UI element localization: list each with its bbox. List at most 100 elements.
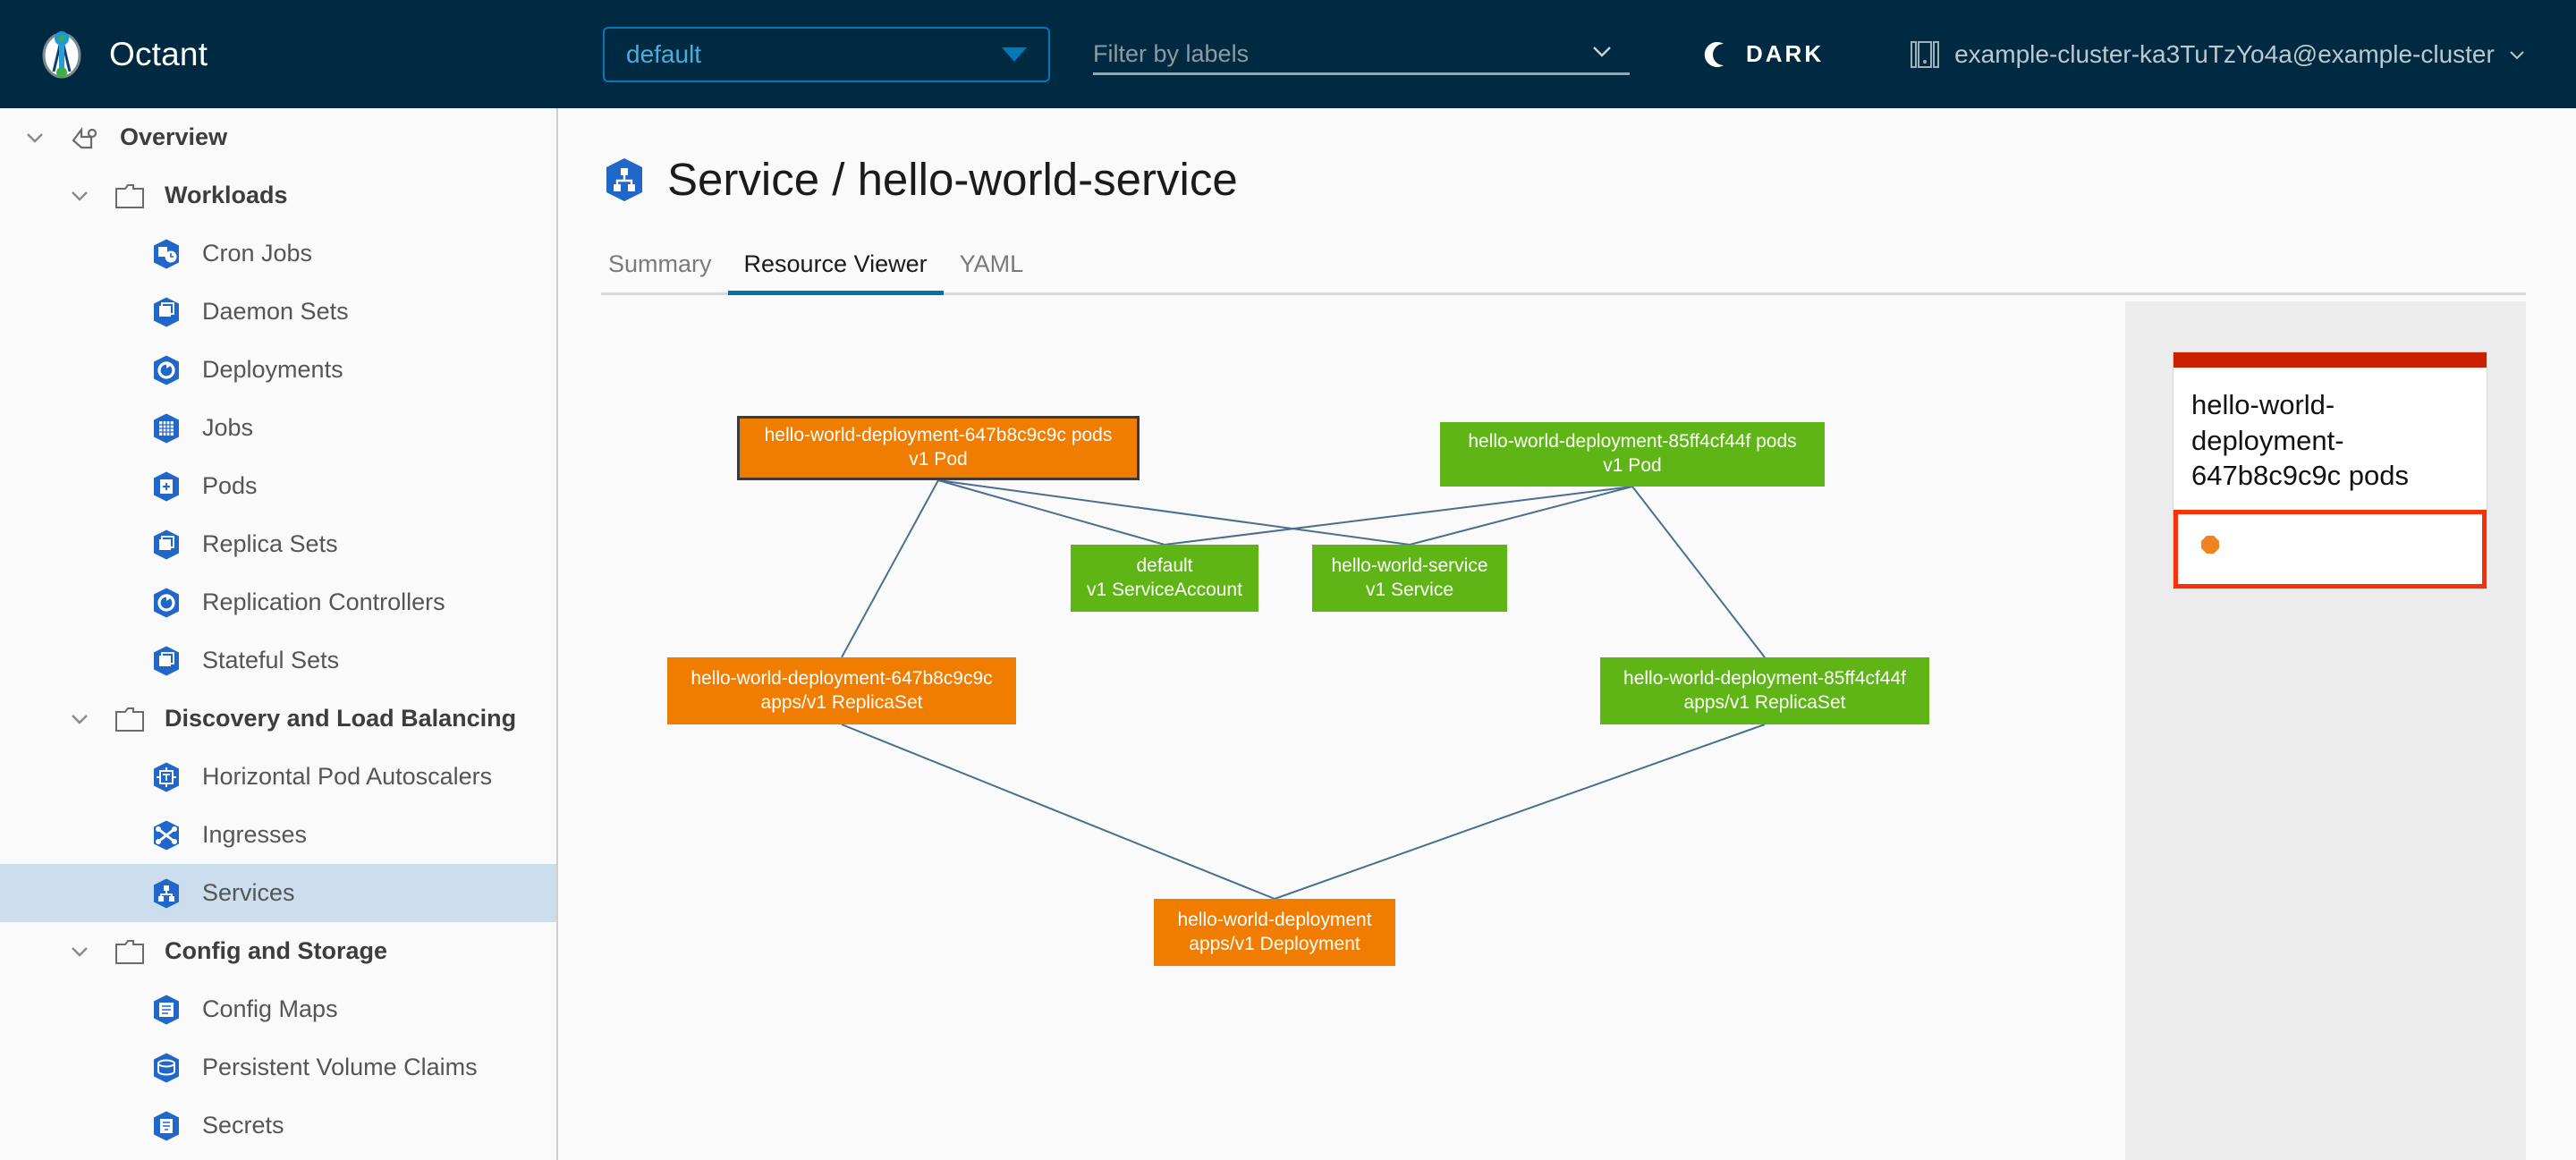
sidebar-item-label: Replication Controllers — [202, 588, 445, 616]
sidebar-item-label: Deployments — [202, 356, 343, 384]
k8s-statefulset-icon — [150, 645, 182, 677]
detail-card-status-row — [2174, 510, 2487, 588]
graph-node-kind: apps/v1 Deployment — [1189, 933, 1360, 957]
sidebar-item-stateful-sets[interactable]: Stateful Sets — [0, 631, 556, 690]
sidebar-item-config-and-storage[interactable]: Config and Storage — [0, 922, 556, 980]
cluster-selector[interactable]: example-cluster-ka3TuTzYo4a@example-clus… — [1910, 38, 2527, 71]
graph-node-pod-647[interactable]: hello-world-deployment-647b8c9c9c podsv1… — [737, 416, 1140, 480]
graph-edge — [938, 480, 1165, 545]
main-content: Service / hello-world-service SummaryRes… — [558, 108, 2576, 1160]
graph-node-deploy[interactable]: hello-world-deploymentapps/v1 Deployment — [1154, 899, 1395, 966]
sidebar-item-label: Ingresses — [202, 821, 307, 849]
graph-node-pod-85ff[interactable]: hello-world-deployment-85ff4cf44f podsv1… — [1440, 422, 1825, 487]
tab-summary[interactable]: Summary — [601, 250, 728, 292]
graph-node-kind: apps/v1 ReplicaSet — [1684, 691, 1846, 715]
moon-icon — [1701, 38, 1733, 71]
tab-bar: SummaryResource ViewerYAML — [601, 240, 2526, 295]
graph-node-rs-647[interactable]: hello-world-deployment-647b8c9c9capps/v1… — [667, 657, 1016, 724]
k8s-replicaset-icon — [150, 529, 182, 561]
theme-toggle-label: DARK — [1746, 40, 1824, 68]
folder-icon — [114, 938, 145, 965]
k8s-daemonset-icon — [150, 296, 182, 328]
graph-node-name: hello-world-deployment-85ff4cf44f pods — [1468, 430, 1796, 454]
resource-viewer: hello-world-deployment-647b8c9c9c pods v1… — [601, 301, 2526, 1160]
graph-node-name: hello-world-deployment-85ff4cf44f — [1623, 667, 1906, 691]
sidebar-item-jobs[interactable]: Jobs — [0, 399, 556, 457]
sidebar-item-secrets[interactable]: Secrets — [0, 1096, 556, 1155]
k8s-rc-icon — [150, 587, 182, 619]
sidebar-item-label: Replica Sets — [202, 530, 338, 558]
theme-toggle-button[interactable]: DARK — [1701, 38, 1824, 71]
sidebar-item-label: Daemon Sets — [202, 298, 349, 326]
label-filter[interactable]: Filter by labels — [1093, 27, 1630, 82]
sidebar-item-label: Stateful Sets — [202, 647, 339, 674]
detail-card: hello-world-deployment-647b8c9c9c pods — [2174, 352, 2487, 588]
label-filter-placeholder: Filter by labels — [1093, 40, 1249, 68]
k8s-configmap-icon — [150, 994, 182, 1026]
tab-yaml[interactable]: YAML — [944, 250, 1040, 292]
graph-edge — [842, 724, 1275, 899]
k8s-pod-icon — [150, 470, 182, 503]
folder-icon — [114, 706, 145, 732]
detail-card-title: hello-world-deployment-647b8c9c9c pods — [2174, 368, 2487, 510]
sidebar-item-cron-jobs[interactable]: Cron Jobs — [0, 224, 556, 283]
brand-area[interactable]: Octant — [0, 29, 556, 80]
chevron-down-icon[interactable] — [1590, 39, 1614, 63]
status-badge — [2201, 536, 2219, 554]
graph-edge — [1275, 724, 1765, 899]
graph-edge — [1632, 487, 1765, 657]
sidebar-item-label: Jobs — [202, 414, 253, 442]
sidebar-item-ingresses[interactable]: Ingresses — [0, 806, 556, 864]
graph-edge — [842, 480, 938, 657]
octant-logo-icon — [36, 29, 88, 80]
sidebar-item-label: Discovery and Load Balancing — [165, 705, 516, 732]
sidebar-item-label: Overview — [120, 123, 227, 151]
graph-node-svc[interactable]: hello-world-servicev1 Service — [1312, 545, 1507, 612]
sidebar-item-label: Workloads — [165, 182, 288, 209]
sidebar-item-discovery-and-load-balancing[interactable]: Discovery and Load Balancing — [0, 690, 556, 748]
k8s-deployment-icon — [150, 354, 182, 386]
resource-graph[interactable]: hello-world-deployment-647b8c9c9c podsv1… — [601, 301, 2104, 1160]
sidebar-item-horizontal-pod-autoscalers[interactable]: Horizontal Pod Autoscalers — [0, 748, 556, 806]
sidebar-item-daemon-sets[interactable]: Daemon Sets — [0, 283, 556, 341]
sidebar-item-pods[interactable]: Pods — [0, 457, 556, 515]
sidebar-item-services[interactable]: Services — [0, 864, 556, 922]
brand-name: Octant — [109, 36, 208, 73]
sidebar-item-label: Config Maps — [202, 995, 338, 1023]
k8s-service-icon — [601, 157, 648, 203]
sidebar-item-workloads[interactable]: Workloads — [0, 166, 556, 224]
sidebar-item-label: Services — [202, 879, 295, 907]
sidebar-item-config-maps[interactable]: Config Maps — [0, 980, 556, 1038]
tab-resource-viewer[interactable]: Resource Viewer — [728, 250, 944, 292]
overview-icon — [70, 124, 100, 151]
graph-node-rs-85ff[interactable]: hello-world-deployment-85ff4cf44fapps/v1… — [1600, 657, 1929, 724]
graph-node-kind: v1 Pod — [1603, 454, 1661, 478]
chevron-down-icon[interactable] — [64, 936, 95, 967]
k8s-job-icon — [150, 412, 182, 445]
folder-icon — [114, 182, 145, 209]
graph-edge — [1410, 487, 1632, 545]
graph-node-name: default — [1136, 555, 1192, 579]
namespace-select[interactable]: default — [603, 27, 1050, 82]
sidebar-item-deployments[interactable]: Deployments — [0, 341, 556, 399]
graph-edge — [1165, 487, 1632, 545]
graph-node-name: hello-world-service — [1331, 555, 1487, 579]
sidebar-item-overview[interactable]: Overview — [0, 108, 556, 166]
chevron-down-icon[interactable] — [64, 704, 95, 734]
chevron-down-icon[interactable] — [64, 181, 95, 211]
graph-node-kind: v1 Pod — [909, 448, 967, 472]
k8s-cronjob-icon — [150, 238, 182, 270]
top-header: Octant default Filter by labels DARK — [0, 0, 2576, 108]
k8s-ingress-icon — [150, 819, 182, 851]
detail-side-panel: hello-world-deployment-647b8c9c9c pods — [2125, 301, 2526, 1160]
k8s-secret-icon — [150, 1110, 182, 1142]
sidebar-item-replica-sets[interactable]: Replica Sets — [0, 515, 556, 573]
sidebar-item-persistent-volume-claims[interactable]: Persistent Volume Claims — [0, 1038, 556, 1096]
chevron-down-icon[interactable] — [20, 123, 50, 153]
graph-node-sa[interactable]: defaultv1 ServiceAccount — [1071, 545, 1258, 612]
sidebar-item-replication-controllers[interactable]: Replication Controllers — [0, 573, 556, 631]
k8s-service-icon — [150, 877, 182, 910]
label-filter-underline — [1093, 72, 1630, 75]
graph-node-kind: v1 Service — [1366, 579, 1453, 603]
